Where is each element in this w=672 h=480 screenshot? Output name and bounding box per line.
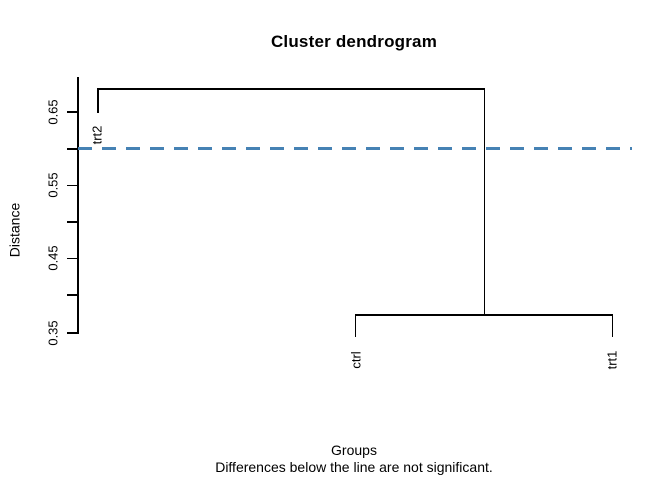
subtitle: Differences below the line are not signi… bbox=[215, 459, 493, 475]
leaf-label-ctrl: ctrl bbox=[348, 351, 364, 369]
leaf-line-trt2 bbox=[97, 88, 99, 113]
y-tick-label: 0.55 bbox=[45, 172, 61, 198]
y-axis-tick bbox=[67, 221, 78, 223]
y-axis-line bbox=[77, 77, 79, 334]
leaf-label-trt2: trt2 bbox=[89, 125, 105, 145]
threshold-line bbox=[78, 147, 632, 150]
dendrogram-bottom-link bbox=[354, 314, 613, 316]
y-axis-tick bbox=[67, 111, 78, 113]
y-axis-tick bbox=[67, 184, 78, 186]
y-tick-label: 0.65 bbox=[45, 99, 61, 125]
y-axis-tick bbox=[67, 257, 78, 259]
dendrogram-top-link bbox=[97, 88, 485, 90]
x-axis-label: Groups bbox=[331, 442, 377, 458]
leaf-line-ctrl bbox=[354, 314, 356, 337]
leaf-label-trt1: trt1 bbox=[604, 350, 620, 370]
y-axis-label: Distance bbox=[6, 202, 23, 258]
leaf-line-trt1 bbox=[611, 314, 613, 337]
chart-title: Cluster dendrogram bbox=[270, 32, 438, 51]
y-axis-tick bbox=[67, 148, 78, 150]
y-tick-label: 0.35 bbox=[45, 320, 61, 346]
y-axis-tick bbox=[67, 332, 78, 334]
y-axis-tick bbox=[67, 294, 78, 296]
y-tick-label: 0.45 bbox=[45, 245, 61, 271]
dendrogram-right-branch bbox=[483, 88, 485, 315]
